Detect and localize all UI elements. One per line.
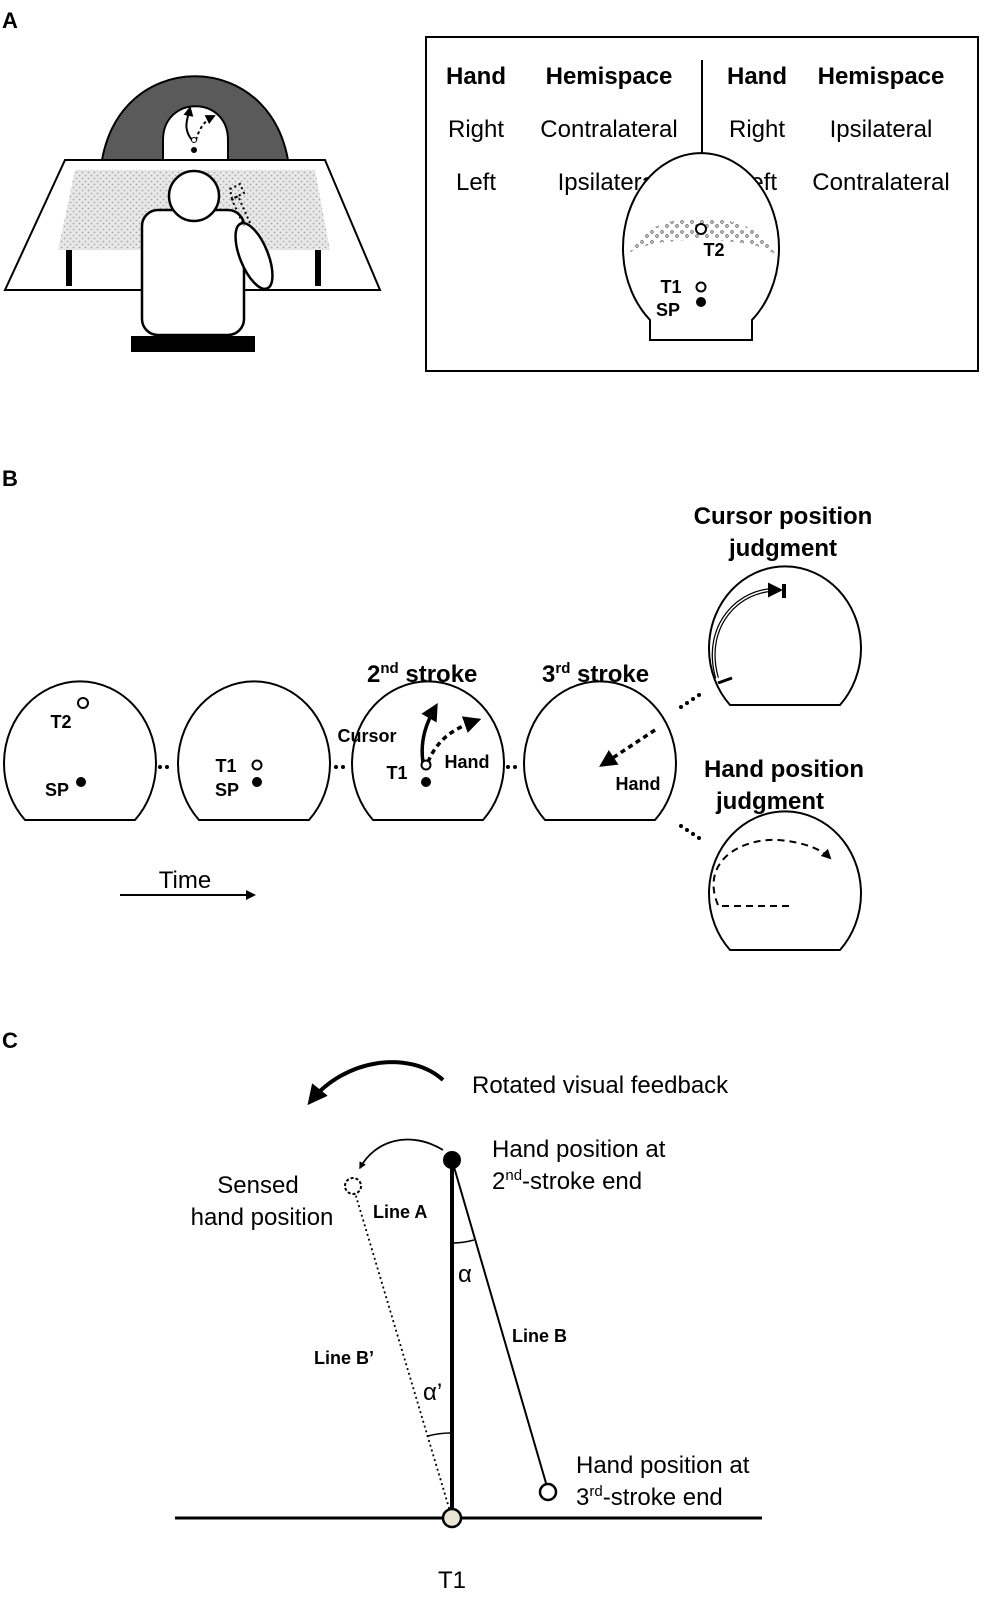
ellipsis-2 — [334, 765, 345, 769]
label-hand: Hand — [445, 752, 490, 772]
condition-table-box: Hand Hemispace Hand Hemispace Right Cont… — [425, 36, 979, 372]
apparatus-illustration — [3, 75, 382, 352]
hand-pos-2nd-line2: 2nd-stroke end — [492, 1167, 642, 1195]
alpha-prime-arc — [427, 1432, 453, 1437]
hand-judgment-arc — [712, 838, 832, 906]
hand-judgment-title-2: judgment — [715, 788, 824, 815]
cursor-start-tick — [717, 676, 733, 685]
workspace-shape — [177, 680, 331, 821]
start-point-dot — [696, 297, 706, 307]
t1-dot — [441, 1507, 463, 1529]
workspace-outline — [622, 152, 780, 341]
panel-label-c: C — [2, 1028, 18, 1053]
time-label: Time — [159, 867, 211, 894]
return-hand-path — [599, 728, 656, 767]
cursor-path — [420, 702, 438, 769]
target-t1-dot — [695, 281, 707, 293]
alpha-label: α — [458, 1261, 472, 1288]
ellipsis-1 — [158, 765, 169, 769]
table-leg-left — [66, 250, 72, 286]
hand-judgment: Hand position judgment — [704, 756, 864, 951]
target-t2-dot — [695, 223, 707, 235]
sensed-shift-arrow — [359, 1138, 444, 1170]
sensed-hand-dot — [344, 1177, 362, 1195]
screen-window — [162, 105, 229, 166]
label-t1: T1 — [660, 277, 681, 297]
header-hand-left: Hand — [446, 63, 506, 90]
label-t2: T2 — [50, 712, 71, 732]
cell-r1-c2: Contralateral — [540, 116, 677, 143]
label-sp: SP — [656, 300, 680, 320]
workspace-phase-2: T1 SP — [177, 680, 331, 821]
chair — [131, 336, 255, 352]
cell-r1-c1: Right — [448, 116, 504, 143]
target-t1-dot — [251, 759, 263, 771]
workspace-phase-3: 2nd stroke Cursor Hand T1 — [337, 660, 505, 821]
cursor-judgment-title-1: Cursor position — [694, 503, 873, 530]
cell-r2-c1: Left — [456, 169, 496, 196]
t1-label: T1 — [438, 1567, 466, 1594]
sensed-line1: Sensed — [217, 1172, 298, 1199]
person-arm — [234, 221, 274, 291]
label-hand: Hand — [616, 774, 661, 794]
label-sp: SP — [215, 780, 239, 800]
workspace-shape — [708, 565, 862, 706]
line-b-prime-label: Line B’ — [314, 1348, 374, 1368]
branch-dots-down — [679, 824, 701, 840]
rotation-arrow — [307, 1060, 445, 1106]
cursor-judgment: Cursor position judgment — [694, 503, 873, 706]
alpha-prime-label: α’ — [423, 1379, 442, 1406]
hand-position-2nd-dot — [443, 1151, 461, 1169]
label-cursor: Cursor — [337, 726, 396, 746]
cell-r1-c3: Right — [729, 116, 785, 143]
sensed-line2: hand position — [191, 1204, 334, 1231]
alpha-arc — [451, 1239, 475, 1244]
hand-pos-3rd-line2: 3rd-stroke end — [576, 1483, 723, 1511]
cell-r2-c4: Contralateral — [812, 169, 949, 196]
hand-pos-2nd-line1: Hand position at — [492, 1136, 666, 1163]
hand-judgment-title-1: Hand position — [704, 756, 864, 783]
line-b-label: Line B — [512, 1326, 567, 1346]
panel-label-a: A — [2, 8, 18, 33]
workspace-shape — [523, 680, 677, 821]
target-t1-dot — [420, 759, 432, 771]
workspace-shape — [351, 680, 505, 821]
header-hemispace-left: Hemispace — [546, 63, 673, 90]
start-point-dot — [421, 777, 431, 787]
workspace-phase-4: 3rd stroke Hand — [523, 660, 677, 821]
person-body — [140, 208, 246, 337]
target-t2-dot — [77, 697, 89, 709]
label-sp: SP — [45, 780, 69, 800]
line-b — [451, 1159, 549, 1491]
person-head — [167, 169, 221, 223]
rotated-feedback-label: Rotated visual feedback — [472, 1072, 729, 1099]
workspace-shape — [3, 680, 157, 821]
header-hand-right: Hand — [727, 63, 787, 90]
rotation-diagram: Rotated visual feedback Hand position at… — [175, 1060, 762, 1594]
header-hemispace-right: Hemispace — [818, 63, 945, 90]
hand-position-3rd-dot — [538, 1482, 558, 1502]
panel-label-b: B — [2, 466, 18, 491]
table-leg-right — [315, 250, 321, 286]
hand-pos-3rd-line1: Hand position at — [576, 1452, 750, 1479]
label-t1: T1 — [215, 756, 236, 776]
line-a-label: Line A — [373, 1202, 427, 1222]
hidden-hand — [230, 194, 251, 227]
label-t2: T2 — [703, 240, 724, 260]
start-point-dot — [252, 777, 262, 787]
target-band — [627, 217, 775, 255]
branch-dots-up — [679, 693, 701, 709]
start-point-dot — [76, 777, 86, 787]
workspace-shape — [708, 810, 862, 951]
cell-r1-c4: Ipsilateral — [830, 116, 933, 143]
ellipsis-3 — [506, 765, 517, 769]
cursor-judgment-title-2: judgment — [728, 535, 837, 562]
workspace-phase-1: T2 SP — [3, 680, 157, 821]
time-arrow-group: Time — [120, 867, 256, 900]
label-t1: T1 — [386, 763, 407, 783]
